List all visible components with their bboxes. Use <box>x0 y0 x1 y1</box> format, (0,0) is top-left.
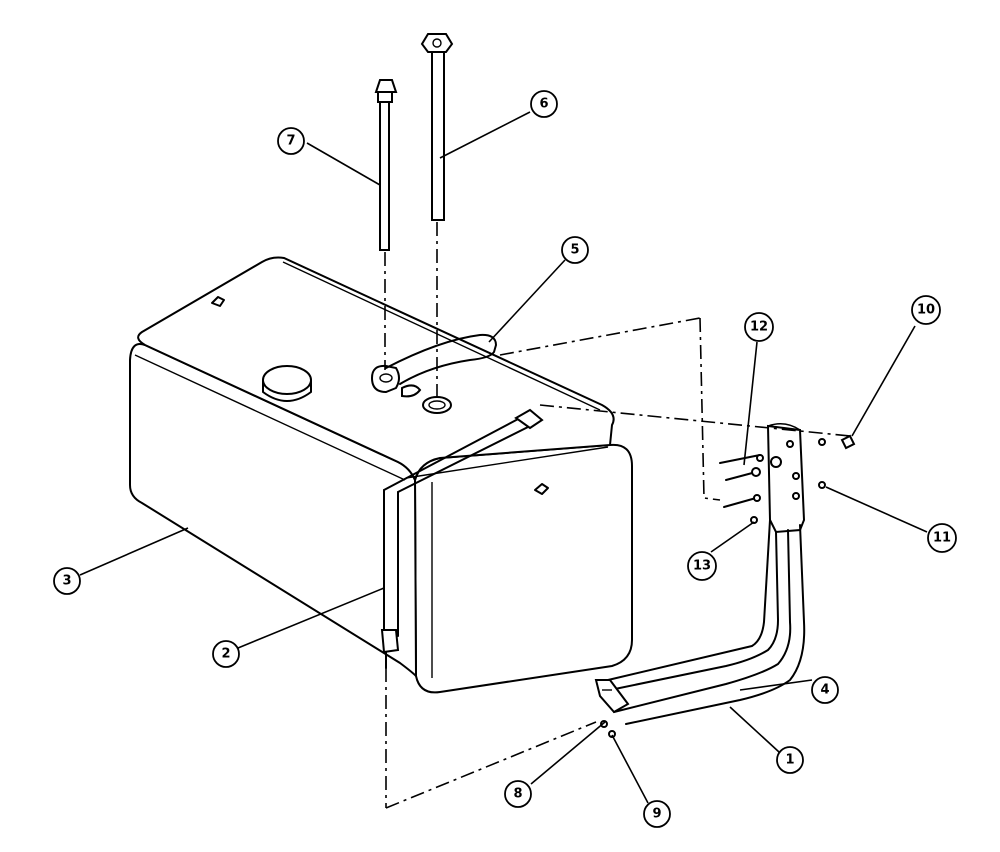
mounting-bracket <box>594 423 806 725</box>
callout-balloon-11: 11 <box>927 523 957 553</box>
callout-balloon-8: 8 <box>504 780 532 808</box>
callout-label: 10 <box>917 303 935 318</box>
filler-cap <box>262 365 312 395</box>
callout-label: 9 <box>652 807 661 822</box>
tank-end-face <box>413 443 633 694</box>
vent-line <box>385 333 497 385</box>
tank-front-face <box>129 343 418 679</box>
gauge-sender-part-6 <box>420 33 454 221</box>
callout-label: 1 <box>785 753 794 768</box>
callout-balloon-4: 4 <box>811 676 839 704</box>
fuel-tank <box>129 256 633 694</box>
callout-label: 8 <box>513 787 522 802</box>
gauge-port-ring <box>422 396 452 414</box>
callout-balloon-7: 7 <box>277 127 305 155</box>
callout-balloon-5: 5 <box>561 236 589 264</box>
callout-label: 6 <box>539 97 548 112</box>
leader-lines <box>79 111 928 804</box>
callout-balloon-6: 6 <box>530 90 558 118</box>
callout-label: 2 <box>221 647 230 662</box>
callout-balloon-1: 1 <box>776 746 804 774</box>
callout-label: 12 <box>750 320 768 335</box>
assembly-centerlines <box>384 222 851 809</box>
callout-balloon-2: 2 <box>212 640 240 668</box>
sender-part-7 <box>374 79 398 251</box>
callout-balloon-3: 3 <box>53 567 81 595</box>
callout-balloon-9: 9 <box>643 800 671 828</box>
callout-label: 13 <box>693 559 711 574</box>
callout-label: 3 <box>62 574 71 589</box>
callout-label: 5 <box>570 243 579 258</box>
tank-strap <box>380 408 544 669</box>
callout-balloon-13: 13 <box>687 551 717 581</box>
callout-balloon-10: 10 <box>911 295 941 325</box>
callout-balloon-12: 12 <box>744 312 774 342</box>
fasteners <box>600 434 856 738</box>
lift-lug-icon <box>534 483 549 495</box>
lift-lug-icon <box>211 296 225 307</box>
sender-boss <box>370 364 400 394</box>
callout-label: 7 <box>286 134 295 149</box>
callout-label: 4 <box>820 683 829 698</box>
callout-label: 11 <box>933 531 951 546</box>
